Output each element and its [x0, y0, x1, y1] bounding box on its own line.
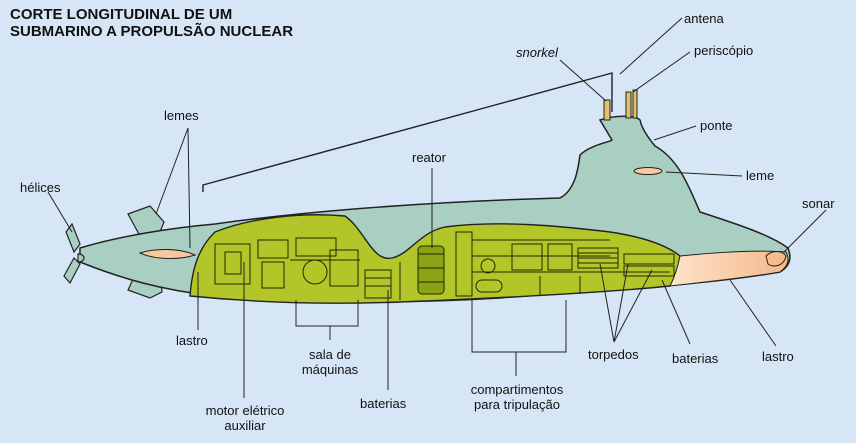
label-sala-de-maquinas-line1: sala de	[309, 347, 351, 362]
label-ponte: ponte	[700, 118, 733, 133]
upper-rudder	[127, 205, 165, 237]
machinery	[214, 231, 675, 300]
label-sala-de-maquinas-line2: máquinas	[301, 362, 359, 377]
label-compartimentos-line2: para tripulação	[474, 397, 560, 412]
label-baterias-front: baterias	[672, 351, 719, 366]
label-motor-eletrico: motor elétrico auxiliar	[196, 403, 294, 433]
label-periscopio: periscópio	[694, 43, 754, 58]
label-sala-de-maquinas: sala de máquinas	[296, 347, 364, 377]
label-baterias-mid: baterias	[360, 396, 407, 411]
label-helices: hélices	[20, 180, 61, 195]
leader-lines	[47, 17, 827, 398]
label-compartimentos: compartimentos para tripulação	[458, 382, 576, 412]
periscope-mast	[625, 91, 632, 119]
snorkel-mast	[603, 99, 611, 121]
title-line-2: SUBMARINO A PROPULSÃO NUCLEAR	[10, 23, 294, 40]
diagram-title: CORTE LONGITUDINAL DE UM SUBMARINO A PRO…	[10, 6, 293, 40]
label-torpedos: torpedos	[588, 347, 639, 362]
label-lemes: lemes	[164, 108, 199, 123]
label-motor-line2: auxiliar	[224, 418, 266, 433]
antenna-wire	[202, 72, 613, 192]
sail-plane	[633, 167, 663, 175]
sonar-dome	[669, 250, 789, 287]
label-antena: antena	[684, 11, 724, 26]
title-line-1: CORTE LONGITUDINAL DE UM	[10, 6, 233, 23]
label-lastro-front: lastro	[762, 349, 794, 364]
label-sonar: sonar	[802, 196, 835, 211]
label-compartimentos-line1: compartimentos	[470, 382, 564, 397]
sonar-ring	[765, 251, 787, 267]
propeller	[63, 222, 85, 285]
label-leme: leme	[746, 168, 775, 183]
antenna-mast	[632, 89, 638, 119]
label-snorkel: snorkel	[516, 45, 558, 60]
label-lastro-rear: lastro	[176, 333, 208, 348]
label-motor-line1: motor elétrico	[205, 403, 285, 418]
stern-plane	[138, 249, 197, 259]
label-reator: reator	[412, 150, 446, 165]
